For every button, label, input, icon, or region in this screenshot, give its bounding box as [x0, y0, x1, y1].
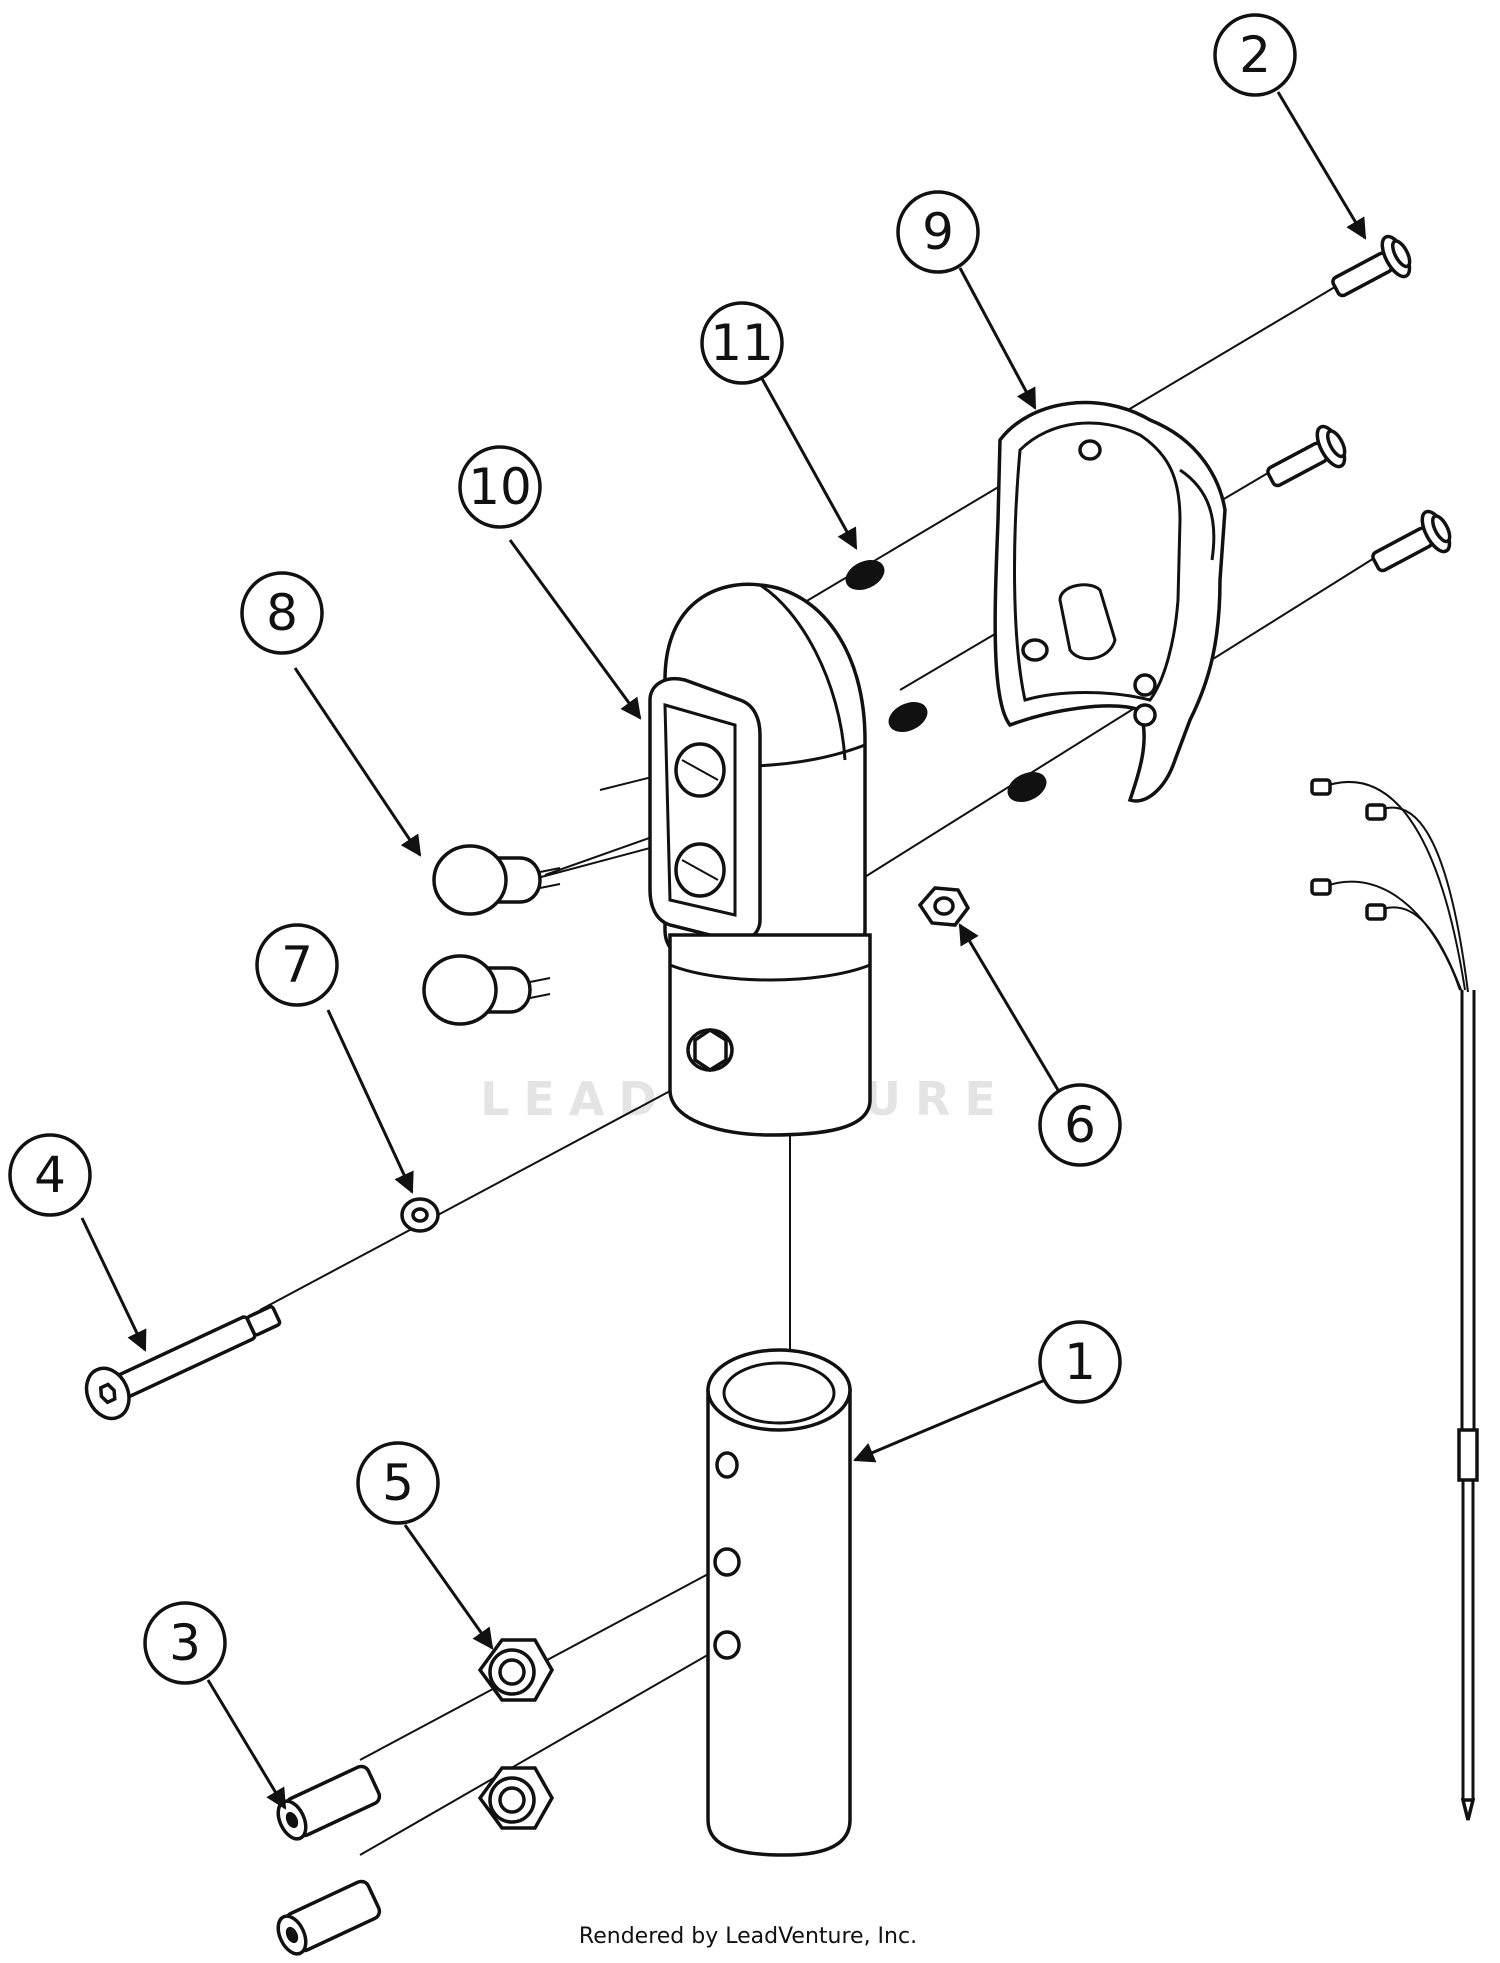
callout-label-10: 10	[468, 458, 532, 516]
callout-label-4: 4	[34, 1146, 66, 1204]
bolt-part-4	[84, 1304, 282, 1421]
spacer-part-3	[276, 1764, 382, 1956]
callout-4: 4	[8, 1133, 92, 1217]
callout-2: 2	[1213, 13, 1297, 97]
callout-label-2: 2	[1239, 26, 1271, 84]
callout-11: 11	[700, 301, 784, 385]
leader-arrows	[80, 91, 1367, 1810]
screw-part-2	[1266, 234, 1452, 573]
housing-part-10	[648, 582, 872, 1137]
callout-label-8: 8	[266, 584, 298, 642]
callout-label-1: 1	[1064, 1333, 1096, 1391]
callout-1: 1	[1038, 1320, 1122, 1404]
render-credit: Rendered by LeadVenture, Inc.	[579, 1924, 917, 1949]
callout-label-6: 6	[1064, 1096, 1096, 1154]
wire-harness	[1310, 778, 1479, 1821]
callout-label-11: 11	[710, 314, 774, 372]
callout-label-9: 9	[922, 203, 954, 261]
set-screw-part-11	[845, 559, 1047, 803]
callout-6: 6	[1038, 1083, 1122, 1167]
button-part-8	[422, 844, 561, 1026]
hex-nut-part-5	[477, 1638, 555, 1830]
callout-label-3: 3	[169, 1614, 201, 1672]
nut-part-6	[917, 886, 971, 927]
cover-part-9	[993, 400, 1227, 803]
callout-10: 10	[458, 445, 542, 529]
tube-part-1	[706, 1348, 852, 1857]
callout-label-5: 5	[382, 1454, 414, 1512]
callout-8: 8	[240, 571, 324, 655]
callout-5: 5	[356, 1441, 440, 1525]
washer-part-7	[400, 1197, 440, 1233]
callout-3: 3	[143, 1601, 227, 1685]
callout-9: 9	[896, 190, 980, 274]
callout-label-7: 7	[281, 936, 313, 994]
callout-7: 7	[255, 923, 339, 1007]
